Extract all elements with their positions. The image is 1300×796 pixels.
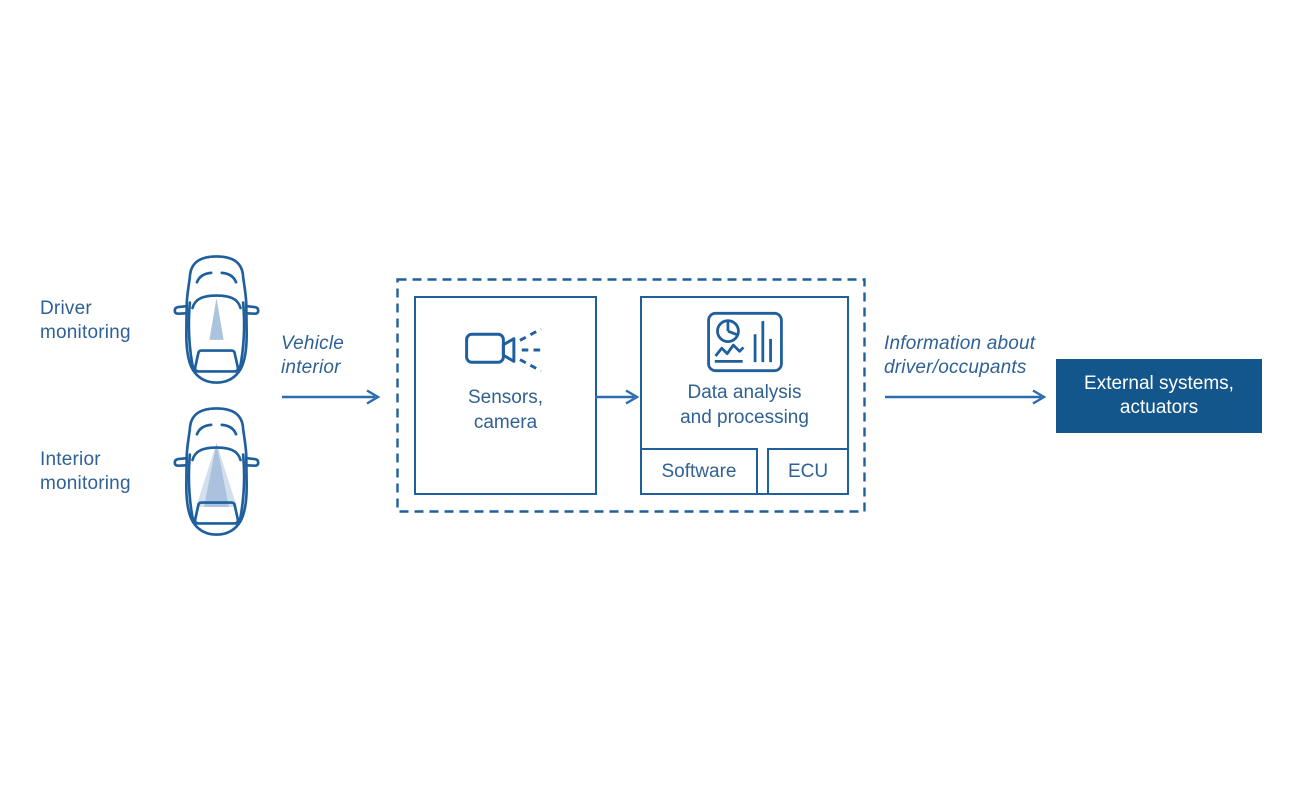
external-systems-box: External systems, actuators — [1056, 359, 1262, 433]
sensors-camera-label: Sensors, camera — [468, 387, 543, 433]
car-top-view-narrow-fov-icon — [173, 255, 260, 384]
camera-icon — [464, 327, 545, 373]
ecu-label: ECU — [787, 460, 829, 482]
dashed-border — [396, 278, 866, 513]
analytics-chart-icon — [706, 311, 783, 373]
sensors-camera-box: Sensors, camera — [414, 296, 597, 495]
software-box: Software — [640, 448, 758, 495]
arrow-sensors-to-analysis-icon — [595, 389, 640, 405]
arrow-vehicle-interior-icon — [282, 389, 381, 405]
data-analysis-label: Data analysis and processing — [680, 382, 809, 428]
interior-monitoring-label: Interior monitoring — [40, 449, 131, 494]
car-top-view-wide-fov-icon — [173, 407, 260, 536]
fov-cone-narrow — [209, 298, 224, 340]
vehicle-interior-boundary: Sensors, camera D — [396, 278, 866, 513]
driver-monitoring-label: Driver monitoring — [40, 298, 131, 343]
information-about-label: Information about driver/occupants — [884, 333, 1036, 378]
software-label: Software — [661, 460, 737, 482]
fov-cone-inner — [204, 443, 229, 508]
vehicle-interior-label: Vehicle interior — [281, 333, 345, 378]
arrow-information-icon — [885, 389, 1047, 405]
ecu-box: ECU — [767, 448, 849, 495]
